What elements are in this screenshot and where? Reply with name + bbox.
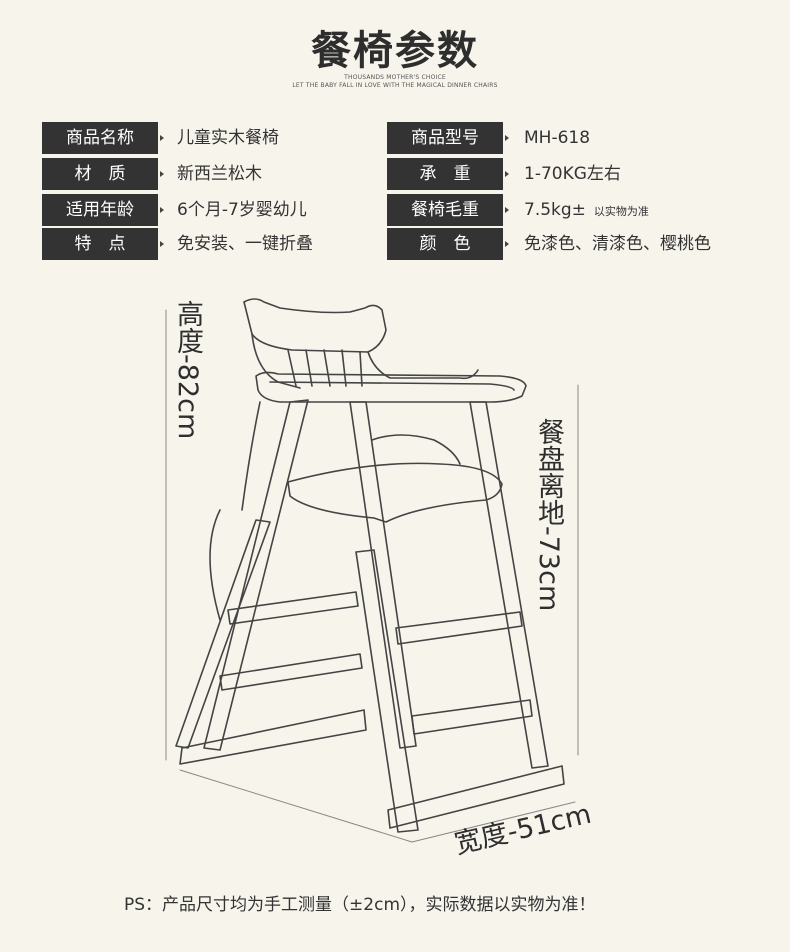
param-value: 7.5kg± 以实物为准 xyxy=(524,194,649,226)
tray-rim xyxy=(269,381,515,391)
page-title: 餐椅参数 xyxy=(311,28,479,74)
param-label: 承 重 xyxy=(387,158,503,190)
arrow-icon xyxy=(160,241,164,247)
arrow-icon xyxy=(505,207,509,213)
front-left-leg xyxy=(203,399,309,751)
subtitle-line-1: THOUSANDS MOTHER'S CHOICE xyxy=(344,74,446,81)
center-leg xyxy=(355,549,419,833)
param-value: MH-618 xyxy=(524,128,591,148)
param-row-model: 商品型号 MH-618 xyxy=(387,122,767,154)
side-rail-left xyxy=(241,401,261,511)
param-value: 新西兰松木 xyxy=(177,164,262,184)
param-row-name: 商品名称 儿童实木餐椅 xyxy=(42,122,382,154)
footrest-left-lower xyxy=(219,653,363,691)
backrest-side-left xyxy=(251,333,301,389)
width-guide-line-right xyxy=(411,801,576,843)
param-label: 餐椅毛重 xyxy=(387,194,503,226)
back-left-leg xyxy=(175,519,271,749)
arrow-icon xyxy=(505,241,509,247)
side-curve-left xyxy=(209,509,221,621)
arrow-icon xyxy=(505,135,509,141)
weight-note: 以实物为准 xyxy=(593,205,649,218)
footrest-left-upper xyxy=(227,591,359,625)
weight-value: 7.5kg± xyxy=(524,200,586,220)
backrest-top xyxy=(243,298,387,353)
back-slat xyxy=(305,349,313,387)
high-chair-illustration xyxy=(165,298,579,843)
param-row-age: 适用年龄 6个月-7岁婴幼儿 xyxy=(42,194,382,226)
tray xyxy=(255,371,527,403)
param-label: 材 质 xyxy=(42,158,158,190)
seat xyxy=(287,462,503,523)
param-label: 颜 色 xyxy=(387,228,503,260)
param-row-feature: 特 点 免安装、一键折叠 xyxy=(42,228,382,260)
subtitle-line-2: LET THE BABY FALL IN LOVE WITH THE MAGIC… xyxy=(292,82,498,89)
param-label: 商品名称 xyxy=(42,122,158,154)
param-row-color: 颜 色 免漆色、清漆色、樱桃色 xyxy=(387,228,767,260)
param-value: 免漆色、清漆色、樱桃色 xyxy=(524,234,711,254)
param-row-weight: 餐椅毛重 7.5kg± 以实物为准 xyxy=(387,194,767,226)
footrest-right-upper xyxy=(395,611,523,645)
param-label: 商品型号 xyxy=(387,122,503,154)
back-slat xyxy=(359,351,363,387)
back-right-leg xyxy=(349,401,417,749)
arrow-icon xyxy=(160,207,164,213)
param-value: 免安装、一键折叠 xyxy=(177,234,313,254)
front-right-leg xyxy=(469,401,549,769)
param-value: 1-70KG左右 xyxy=(524,164,621,184)
param-row-material: 材 质 新西兰松木 xyxy=(42,158,382,190)
back-slat xyxy=(323,349,331,387)
height-dimension-label: 高度-82cm xyxy=(172,300,203,440)
arrow-icon xyxy=(505,171,509,177)
base-rail-left xyxy=(179,709,367,765)
arrow-icon xyxy=(160,171,164,177)
base-rail-right xyxy=(387,765,565,829)
param-row-load: 承 重 1-70KG左右 xyxy=(387,158,767,190)
width-guide-line-left xyxy=(179,769,413,843)
param-label: 特 点 xyxy=(42,228,158,260)
arrow-icon xyxy=(160,135,164,141)
back-slat xyxy=(341,349,347,387)
param-value: 6个月-7岁婴幼儿 xyxy=(177,200,307,220)
param-value: 儿童实木餐椅 xyxy=(177,128,279,148)
tray-height-dimension-label: 餐盘离地-73cm xyxy=(533,418,564,612)
measurement-note: PS：产品尺寸均为手工测量（±2cm），实际数据以实物为准！ xyxy=(124,895,596,915)
seat-support xyxy=(371,434,461,465)
param-label: 适用年龄 xyxy=(42,194,158,226)
back-slat xyxy=(287,349,297,387)
footrest-right-lower xyxy=(411,699,533,735)
